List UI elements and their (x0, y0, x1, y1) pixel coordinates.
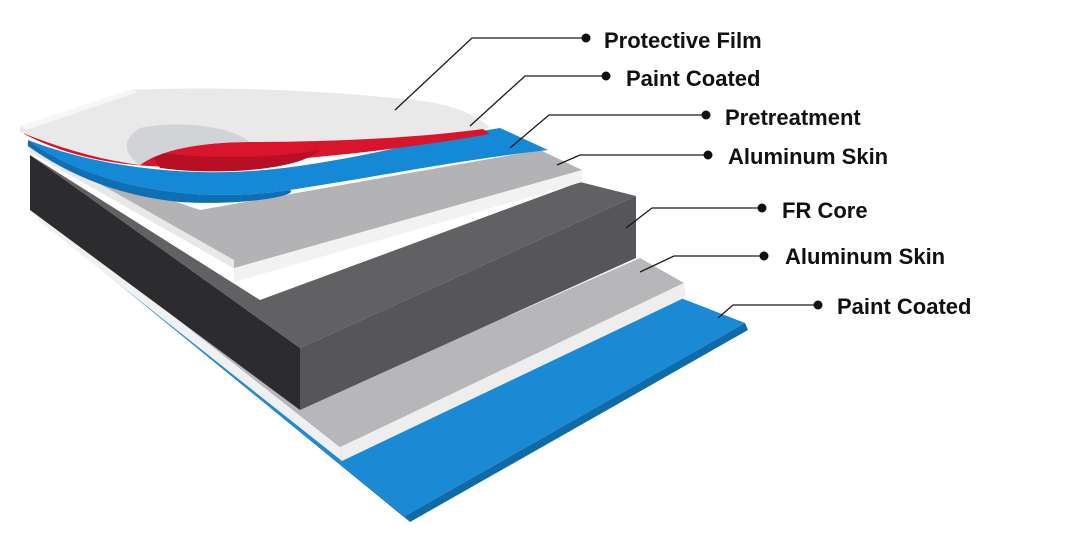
label-protective-film: Protective Film (604, 28, 762, 53)
label-pretreatment: Pretreatment (725, 105, 861, 130)
layer-fr-core (30, 155, 636, 410)
label-fr-core: FR Core (782, 198, 868, 223)
layer-protective-film (20, 88, 490, 165)
layer-lower-aluminum-skin (36, 200, 686, 461)
label-aluminum-skin-top: Aluminum Skin (728, 144, 888, 169)
label-paint-coated-top: Paint Coated (626, 66, 760, 91)
leader-lines (394, 37, 818, 319)
label-aluminum-skin-bottom: Aluminum Skin (785, 244, 945, 269)
label-paint-coated-bottom: Paint Coated (837, 294, 971, 319)
leader-dots (581, 33, 823, 310)
layer-bottom-paint-coat (38, 212, 748, 522)
